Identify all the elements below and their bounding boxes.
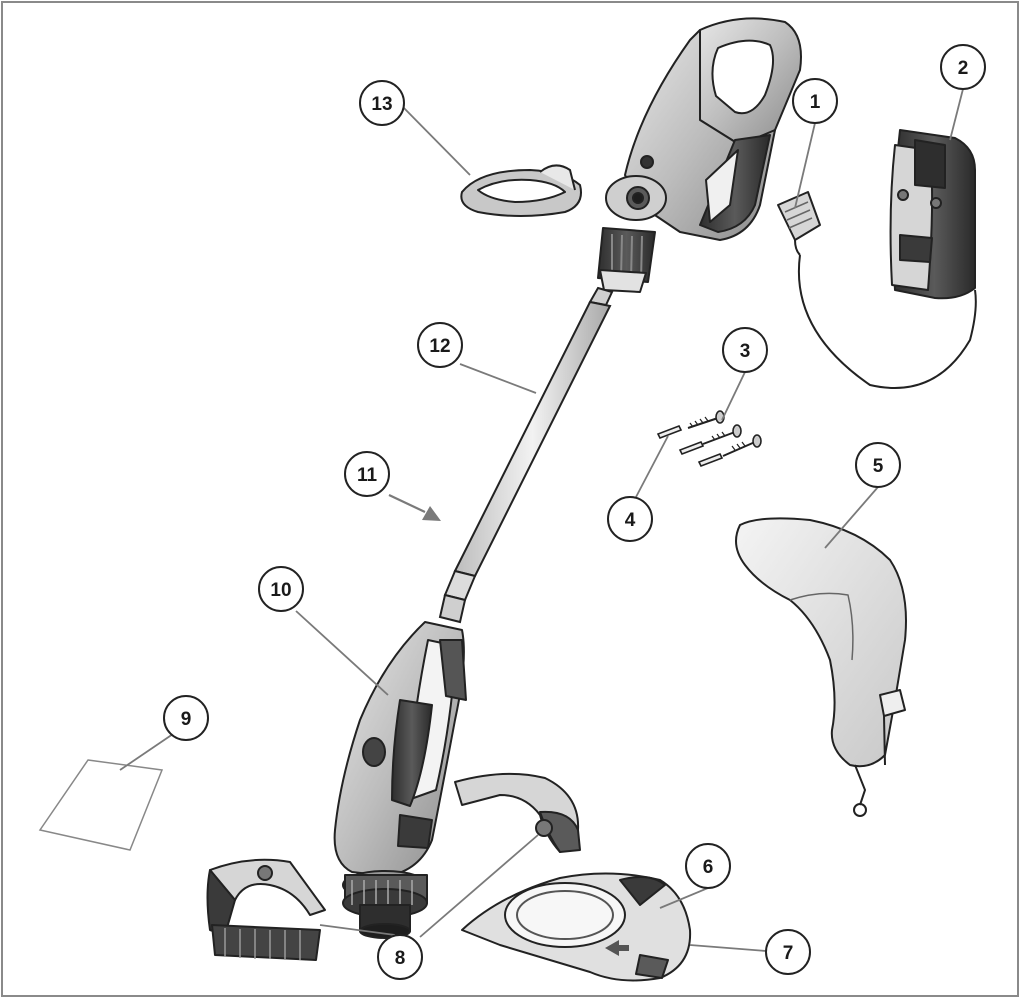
callout-2: 2: [940, 44, 986, 90]
callout-11: 11: [344, 451, 390, 497]
callout-8: 8: [377, 934, 423, 980]
guard-half-right: [454, 772, 581, 853]
callout-1: 1: [792, 78, 838, 124]
auxiliary-handle: [460, 164, 582, 217]
shaft-tube: [438, 286, 614, 624]
leader-lines: [119, 88, 964, 952]
callout-5: 5: [855, 442, 901, 488]
guard-half-left: [206, 858, 326, 961]
callout-7: 7: [765, 929, 811, 975]
battery-pack: [889, 129, 976, 300]
svg-text:10: 10: [270, 580, 291, 601]
callout-10: 10: [258, 566, 304, 612]
callout-13: 13: [359, 80, 405, 126]
svg-text:12: 12: [429, 336, 450, 357]
shoulder-strap: [735, 517, 907, 817]
guard-base: [461, 872, 692, 982]
callout-9: 9: [163, 695, 209, 741]
svg-text:9: 9: [181, 709, 192, 730]
svg-text:13: 13: [371, 94, 392, 115]
callout-12: 12: [417, 322, 463, 368]
svg-text:5: 5: [873, 456, 884, 477]
svg-text:7: 7: [783, 943, 794, 964]
svg-text:4: 4: [625, 510, 636, 531]
svg-text:3: 3: [740, 341, 751, 362]
callout-4: 4: [607, 496, 653, 542]
upper-handle-assembly: [597, 17, 802, 293]
screws-and-plugs: [656, 410, 762, 468]
instruction-manual: [38, 759, 164, 851]
svg-text:1: 1: [810, 92, 821, 113]
svg-text:8: 8: [395, 948, 406, 969]
callout-3: 3: [722, 327, 768, 373]
svg-text:11: 11: [357, 465, 378, 486]
callout-6: 6: [685, 843, 731, 889]
lower-motor-housing: [333, 621, 467, 939]
svg-text:6: 6: [703, 857, 714, 878]
callout-badges: 1 2 3 4 5 6 7 8: [163, 44, 986, 980]
charger-adapter: [777, 191, 977, 389]
svg-text:2: 2: [958, 58, 969, 79]
